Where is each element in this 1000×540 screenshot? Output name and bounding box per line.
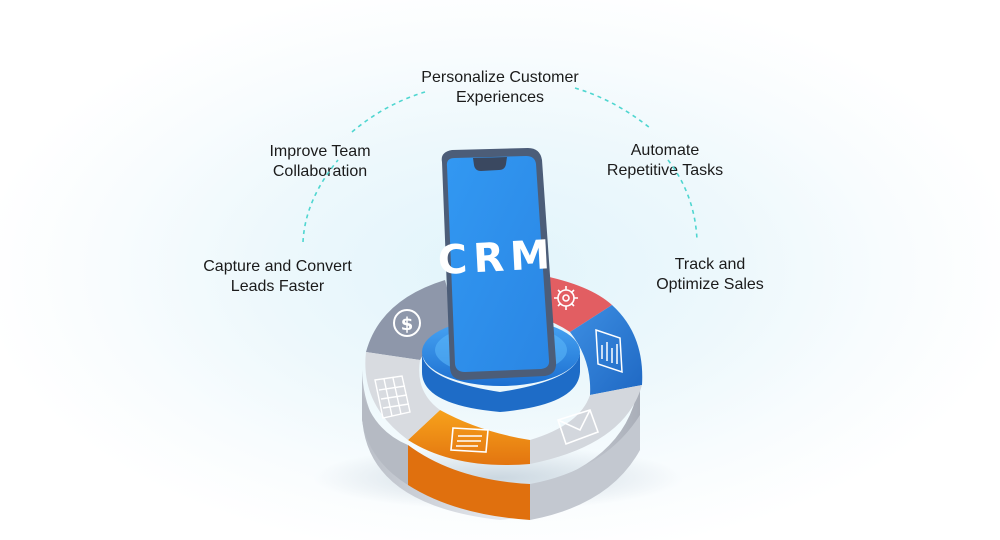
benefit-line: Optimize Sales: [656, 276, 764, 293]
gear-icon: [554, 286, 578, 310]
segment-envelope: [530, 385, 642, 464]
crm-label: CRM: [437, 232, 557, 284]
dollar-icon: $: [393, 309, 421, 337]
benefit-line: Personalize Customer: [421, 69, 579, 86]
document-icon: [450, 427, 489, 453]
benefit-line: Automate: [630, 142, 700, 159]
benefit-line: Experiences: [455, 89, 545, 106]
benefit-line: Collaboration: [272, 163, 368, 180]
smartphone: [441, 148, 557, 380]
phone-screen: [446, 156, 550, 372]
benefit-team-collaboration: Improve Team Collaboration: [240, 142, 400, 182]
benefit-line: Track and: [674, 256, 746, 273]
benefit-capture-leads: Capture and Convert Leads Faster: [170, 257, 385, 297]
connector-arc: [302, 87, 698, 243]
benefit-line: Leads Faster: [230, 278, 325, 295]
segment-chart: [570, 305, 643, 395]
segment-gear: [540, 275, 612, 332]
envelope-icon: [556, 409, 600, 446]
bar-chart-icon: [595, 328, 623, 374]
segment-orange-side: [408, 445, 530, 520]
benefit-line: Repetitive Tasks: [606, 162, 724, 179]
phone-notch: [473, 157, 507, 171]
segment-grey-side: [530, 415, 640, 520]
benefit-track-sales: Track and Optimize Sales: [630, 255, 790, 295]
segment-grey-left-side: [362, 390, 408, 485]
benefit-personalize-experiences: Personalize Customer Experiences: [380, 68, 620, 108]
benefit-automate-tasks: Automate Repetitive Tasks: [580, 141, 750, 181]
benefit-line: Capture and Convert: [203, 258, 352, 275]
spreadsheet-icon: [374, 375, 411, 419]
segment-document: [408, 410, 530, 465]
benefit-line: Improve Team: [269, 143, 371, 160]
svg-text:$: $: [401, 314, 414, 335]
